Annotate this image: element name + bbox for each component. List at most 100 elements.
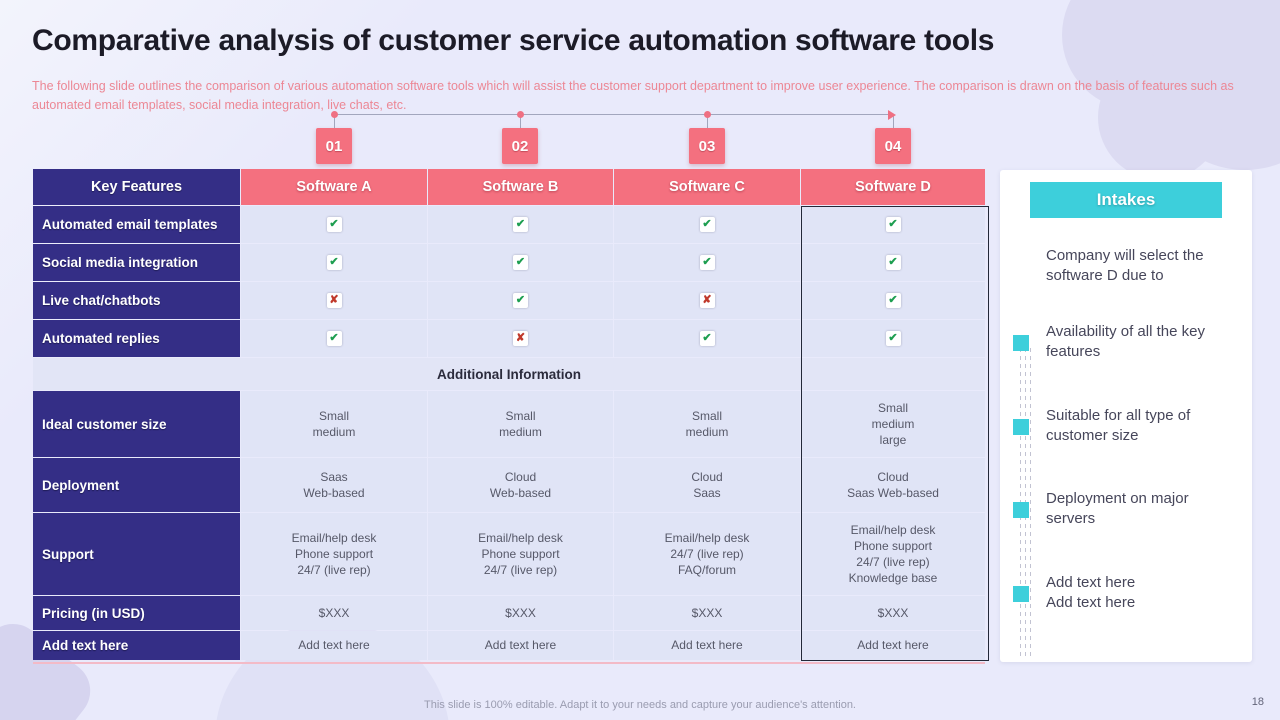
table-cell[interactable]: Add text here: [801, 631, 985, 660]
column-header-software-c: Software C: [614, 169, 800, 205]
table-cell: [241, 206, 427, 243]
timeline-stem: [707, 115, 708, 129]
table-cell[interactable]: Add text here: [614, 631, 800, 660]
column-header-key-features: Key Features: [33, 169, 240, 205]
table-row: Social media integration: [33, 244, 985, 281]
table-cell: Saas Web-based: [241, 458, 427, 512]
feature-status-icon: [699, 255, 715, 270]
table-row: Live chat/chatbots: [33, 282, 985, 319]
timeline-dot: [517, 111, 524, 118]
feature-status-icon: [699, 293, 715, 308]
table-cell: [801, 206, 985, 243]
feature-status-icon: [885, 217, 901, 232]
row-label: Automated replies: [33, 320, 240, 357]
column-header-software-a: Software A: [241, 169, 427, 205]
table-cell: $XXX: [241, 596, 427, 630]
timeline-stem: [334, 115, 335, 129]
column-header-software-d: Software D: [801, 169, 985, 205]
table-cell: [241, 244, 427, 281]
slide-subtitle: The following slide outlines the compari…: [32, 79, 1234, 112]
table-row: Ideal customer size Small medium Small m…: [33, 391, 985, 457]
timeline-marker-02: 02: [502, 128, 538, 164]
feature-status-icon: [513, 293, 528, 308]
footer-note: This slide is 100% editable. Adapt it to…: [424, 699, 856, 711]
feature-status-icon: [699, 217, 715, 232]
table-cell: Cloud Web-based: [428, 458, 613, 512]
table-header-row: Key Features Software A Software B Softw…: [33, 169, 985, 205]
decorative-blob: [1098, 55, 1223, 180]
feature-status-icon: [885, 255, 901, 270]
table-cell: [614, 244, 800, 281]
intakes-item: Deployment on major servers: [1046, 490, 1189, 527]
table-cell: Small medium: [428, 391, 613, 457]
table-row: Automated email templates: [33, 206, 985, 243]
column-header-software-b: Software B: [428, 169, 613, 205]
table-cell: [801, 244, 985, 281]
row-label: Add text here: [33, 631, 240, 660]
timeline-line: [334, 114, 894, 115]
intakes-intro-text: Company will select the software D due t…: [1046, 247, 1204, 284]
table-row: Automated replies: [33, 320, 985, 357]
table-cell[interactable]: Add text here: [428, 631, 613, 660]
feature-status-icon: [885, 293, 901, 308]
section-header-additional-information: Additional Information: [33, 358, 985, 390]
table-cell: $XXX: [801, 596, 985, 630]
table-cell: Small medium: [241, 391, 427, 457]
table-cell: Email/help desk Phone support 24/7 (live…: [428, 513, 613, 595]
row-label: Automated email templates: [33, 206, 240, 243]
intakes-item: Availability of all the key features: [1046, 323, 1205, 360]
feature-status-icon: [513, 331, 528, 346]
feature-status-icon: [326, 217, 342, 232]
table-row: Support Email/help desk Phone support 24…: [33, 513, 985, 595]
row-label: Deployment: [33, 458, 240, 512]
table-cell: Small medium: [614, 391, 800, 457]
row-label: Pricing (in USD): [33, 596, 240, 630]
table-cell[interactable]: Add text here: [241, 631, 427, 660]
table-cell: [614, 320, 800, 357]
table-cell: Small medium large: [801, 391, 985, 457]
timeline-dot: [331, 111, 338, 118]
table-cell: [614, 206, 800, 243]
timeline-stem: [893, 115, 894, 129]
intakes-panel: Intakes Company will select the software…: [1000, 170, 1252, 662]
comparison-table: Key Features Software A Software B Softw…: [33, 169, 989, 664]
table-cell: [801, 320, 985, 357]
table-cell: Cloud Saas Web-based: [801, 458, 985, 512]
table-cell: [241, 320, 427, 357]
timeline-arrow-icon: [888, 110, 896, 120]
table-row: Deployment Saas Web-based Cloud Web-base…: [33, 458, 985, 512]
table-cell: $XXX: [614, 596, 800, 630]
table-cell: Email/help desk Phone support 24/7 (live…: [241, 513, 427, 595]
table-row: Add text here Add text here Add text her…: [33, 631, 985, 660]
intakes-panel-title: Intakes: [1030, 182, 1222, 218]
feature-status-icon: [885, 331, 901, 346]
timeline-marker-03: 03: [689, 128, 725, 164]
table-cell: [428, 282, 613, 319]
table-cell: [428, 320, 613, 357]
feature-status-icon: [326, 331, 342, 346]
timeline-marker-01: 01: [316, 128, 352, 164]
timeline-stem: [520, 115, 521, 129]
feature-status-icon: [699, 331, 715, 346]
bullet-square-icon: [1013, 502, 1029, 518]
table-row: Pricing (in USD) $XXX $XXX $XXX $XXX: [33, 596, 985, 630]
timeline-dot: [704, 111, 711, 118]
table-cell: [428, 244, 613, 281]
bullet-square-icon: [1013, 586, 1029, 602]
table-cell: $XXX: [428, 596, 613, 630]
row-label: Social media integration: [33, 244, 240, 281]
feature-status-icon: [513, 217, 528, 232]
table-cell: [428, 206, 613, 243]
feature-status-icon: [513, 255, 528, 270]
timeline-marker-04: 04: [875, 128, 911, 164]
feature-status-icon: [326, 255, 342, 270]
intakes-item[interactable]: Add text here Add text here: [1046, 574, 1136, 611]
page-number: 18: [1251, 696, 1264, 708]
feature-status-icon: [326, 293, 342, 308]
table-cell: [614, 282, 800, 319]
row-label: Ideal customer size: [33, 391, 240, 457]
row-label: Live chat/chatbots: [33, 282, 240, 319]
row-label: Support: [33, 513, 240, 595]
table-cell: Cloud Saas: [614, 458, 800, 512]
